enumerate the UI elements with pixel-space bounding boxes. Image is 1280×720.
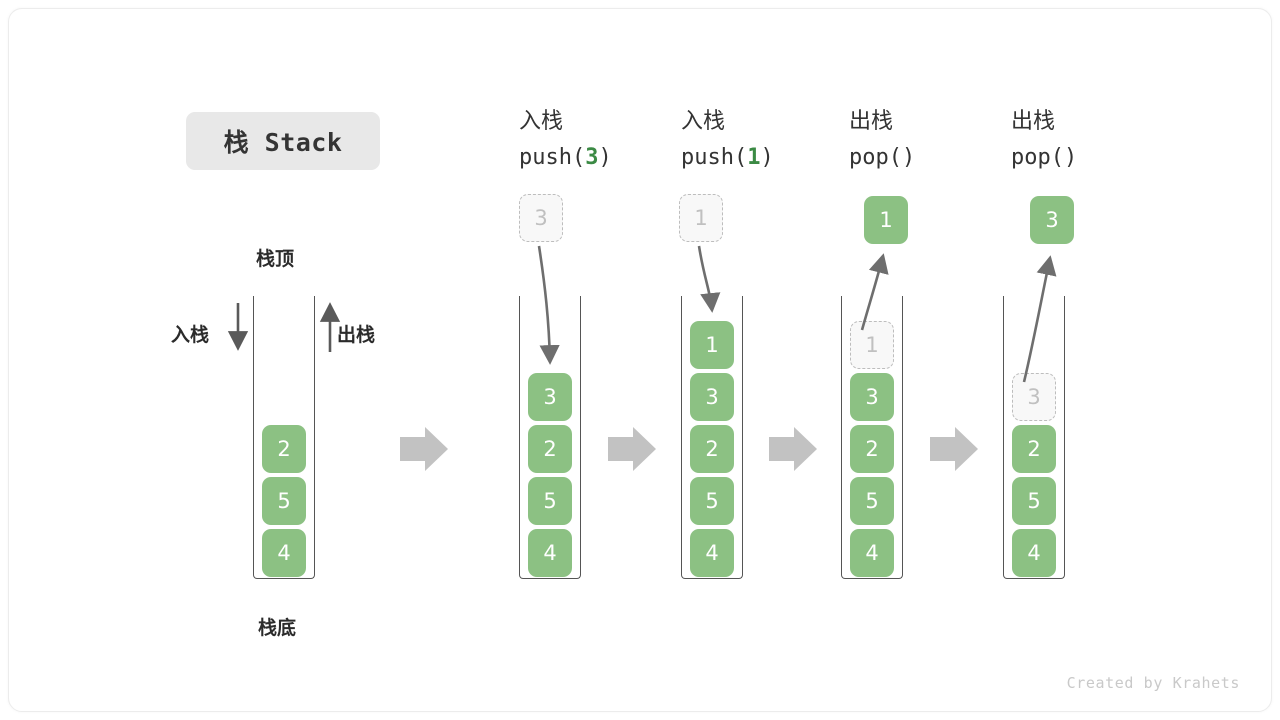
step-cell-1: 4: [528, 529, 572, 577]
reference-stack-container: [253, 296, 315, 579]
step-code-arg-2: 1: [747, 145, 761, 170]
reference-stack-cell: 2: [262, 425, 306, 473]
step-stack-container-3: [841, 296, 903, 579]
incoming-value-1: 3: [519, 194, 563, 242]
step-header-cn-1: 入栈: [519, 109, 564, 134]
step-cell-ghost-4: 3: [1012, 373, 1056, 421]
step-cell-ghost-3: 1: [850, 321, 894, 369]
step-header-2: 入栈 push(1): [681, 104, 774, 176]
reference-stack-cell: 5: [262, 477, 306, 525]
popped-value-3: 1: [864, 196, 908, 244]
step-header-cn-4: 出栈: [1011, 109, 1056, 134]
step-cell-2: 5: [690, 477, 734, 525]
stack-title-pill: 栈 Stack: [186, 112, 380, 170]
step-code-prefix-2: push(: [681, 145, 748, 170]
step-stack-container-2: [681, 296, 743, 579]
step-cell-1: 2: [528, 425, 572, 473]
step-code-prefix-4: pop(: [1011, 145, 1064, 170]
step-cell-3: 4: [850, 529, 894, 577]
step-cell-4: 4: [1012, 529, 1056, 577]
push-direction-label: 入栈: [171, 324, 210, 346]
reference-stack-cell: 4: [262, 529, 306, 577]
step-header-3: 出栈 pop(): [849, 104, 915, 176]
stack-top-label: 栈顶: [256, 248, 295, 270]
step-cell-1: 5: [528, 477, 572, 525]
pop-direction-label: 出栈: [337, 324, 376, 346]
step-cell-3: 5: [850, 477, 894, 525]
step-cell-1: 3: [528, 373, 572, 421]
step-stack-container-1: [519, 296, 581, 579]
stack-bottom-label: 栈底: [258, 617, 297, 639]
step-header-cn-2: 入栈: [681, 109, 726, 134]
step-cell-3: 3: [850, 373, 894, 421]
footer-credit: Created by Krahets: [1066, 674, 1240, 692]
step-cell-2: 2: [690, 425, 734, 473]
popped-value-4: 3: [1030, 196, 1074, 244]
step-code-suffix-1: ): [598, 145, 612, 170]
step-code-prefix-3: pop(: [849, 145, 902, 170]
step-cell-2: 4: [690, 529, 734, 577]
step-cell-2: 1: [690, 321, 734, 369]
step-code-suffix-3: ): [901, 145, 916, 170]
step-code-prefix-1: push(: [519, 145, 586, 170]
step-cell-3: 2: [850, 425, 894, 473]
step-cell-2: 3: [690, 373, 734, 421]
step-header-cn-3: 出栈: [849, 109, 894, 134]
step-cell-4: 5: [1012, 477, 1056, 525]
page-title: 栈 Stack: [223, 128, 343, 157]
step-code-suffix-4: ): [1063, 145, 1078, 170]
step-code-arg-1: 3: [585, 145, 599, 170]
step-header-1: 入栈 push(3): [519, 104, 612, 176]
step-code-suffix-2: ): [760, 145, 774, 170]
step-cell-4: 2: [1012, 425, 1056, 473]
step-stack-container-4: [1003, 296, 1065, 579]
step-header-4: 出栈 pop(): [1011, 104, 1077, 176]
incoming-value-2: 1: [679, 194, 723, 242]
